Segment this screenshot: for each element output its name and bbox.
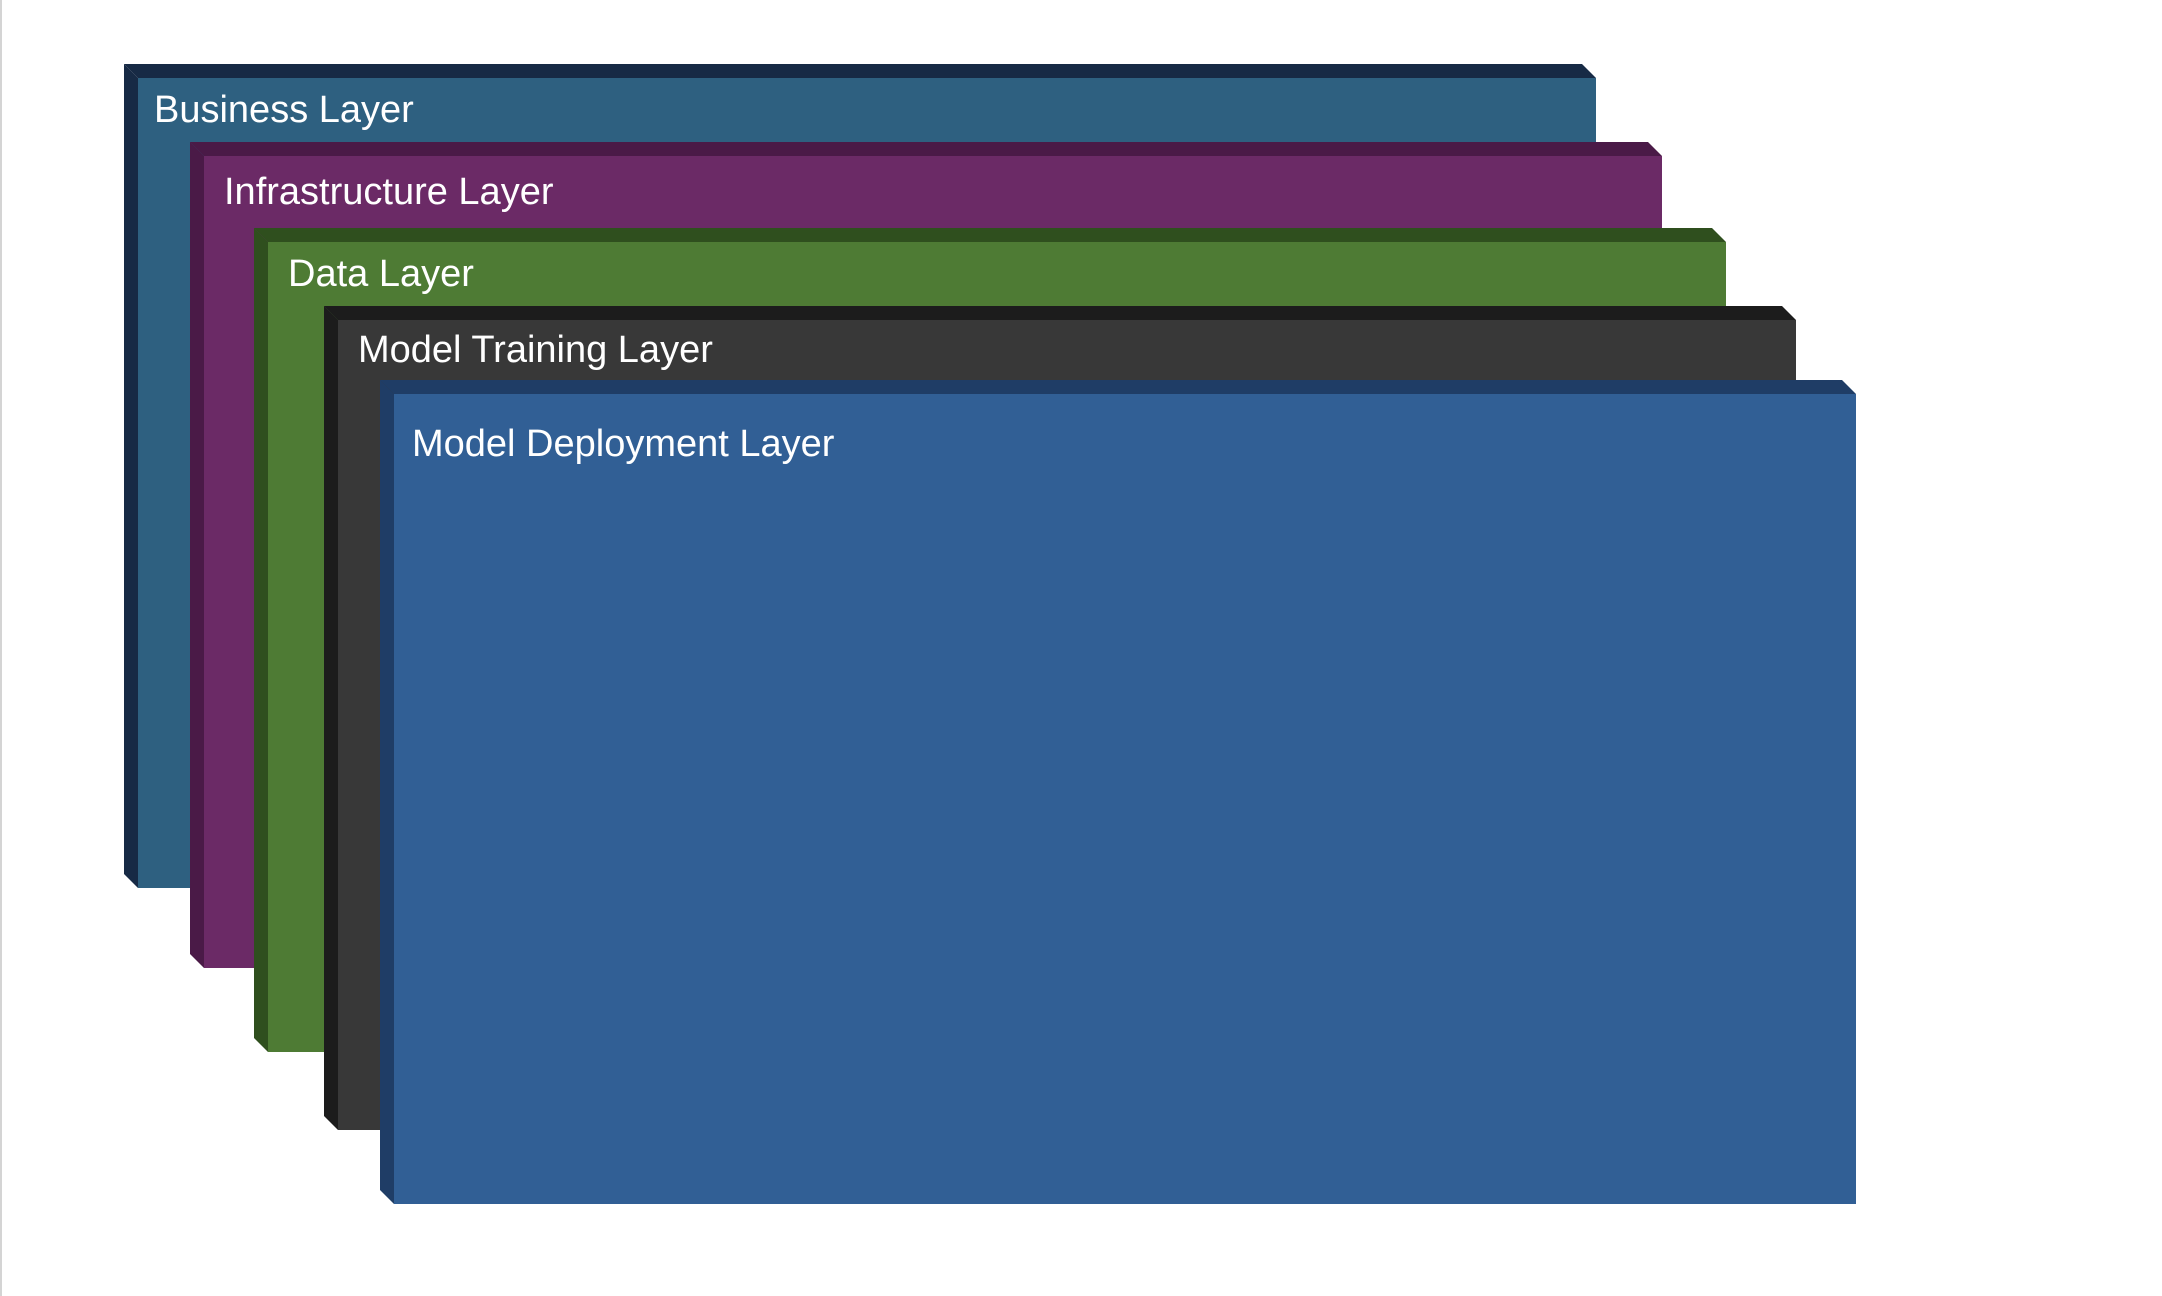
infrastructure-layer-label: Infrastructure Layer (224, 171, 554, 213)
infrastructure-layer-top-edge (190, 142, 1662, 156)
model-deployment-layer-face: Model Deployment Layer (394, 394, 1856, 1204)
data-layer-left-edge (254, 228, 268, 1052)
page-left-border (0, 0, 2, 1296)
model-deployment-layer-top-edge (380, 380, 1856, 394)
data-layer-label: Data Layer (288, 253, 474, 295)
model-training-layer-label: Model Training Layer (358, 329, 713, 371)
business-layer-label: Business Layer (154, 89, 414, 131)
model-training-layer-top-edge (324, 306, 1796, 320)
model-training-layer-left-edge (324, 306, 338, 1130)
model-deployment-layer-left-edge (380, 380, 394, 1204)
model-deployment-layer-label: Model Deployment Layer (412, 423, 835, 465)
business-layer-left-edge (124, 64, 138, 888)
business-layer-top-edge (124, 64, 1596, 78)
model-deployment-layer-box: Model Deployment Layer (380, 380, 1856, 1204)
infrastructure-layer-left-edge (190, 142, 204, 968)
data-layer-top-edge (254, 228, 1726, 242)
